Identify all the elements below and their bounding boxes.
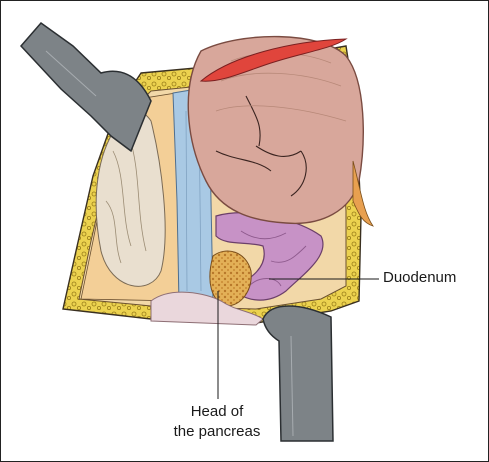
label-head-line1: Head of [190, 403, 244, 420]
pancreas-head [209, 250, 252, 307]
label-head-of-pancreas: Head of the pancreas [1, 402, 433, 442]
red-structure [199, 38, 348, 82]
duodenum [215, 212, 324, 301]
label-head-line2: the pancreas [173, 423, 261, 440]
retractor-lower [262, 305, 334, 442]
ligament-tip [352, 160, 374, 227]
kidney-region [95, 111, 166, 287]
label-duodenum: Duodenum [383, 269, 457, 286]
